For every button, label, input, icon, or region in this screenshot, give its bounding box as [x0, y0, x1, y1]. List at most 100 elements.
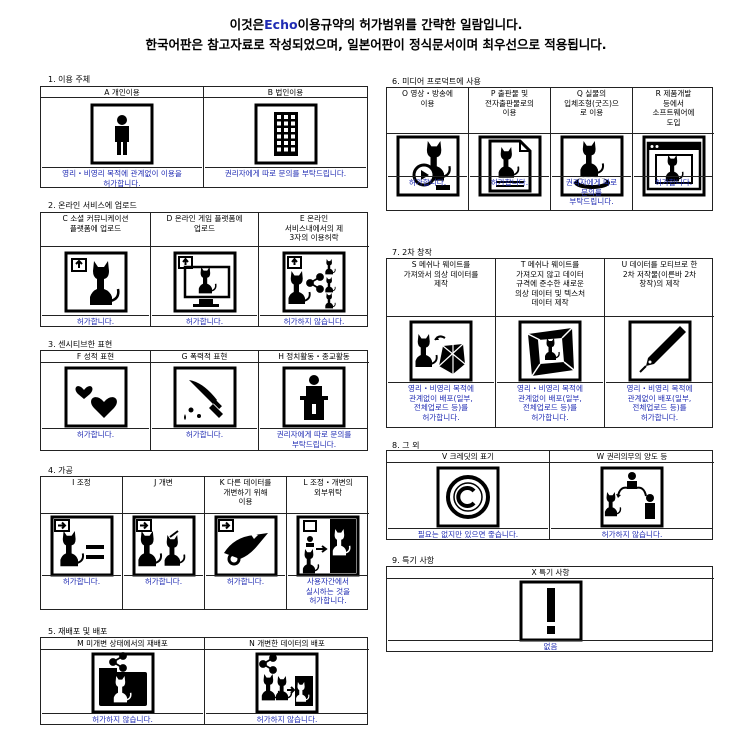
- permission-cell: Q 실물의 입체조형(굿즈)으 로 이용 권리자에게 따로 문의를 부탁드립니다…: [551, 88, 633, 210]
- permission-label: S 메쉬나 웨이트를 가져와서 의상 데이터를 제작: [387, 259, 495, 317]
- permission-label: B 법인이용: [204, 87, 367, 98]
- game-upload-icon: [173, 251, 237, 313]
- hearts-icon: [64, 366, 128, 428]
- person-icon: [90, 103, 154, 165]
- permission-label: M 미개변 상태에서의 재배포: [41, 638, 204, 650]
- section-title-s7: 7. 2차 창작: [392, 248, 432, 257]
- permission-result: 허가합니다.: [634, 176, 713, 210]
- permission-label: C 소셜 커뮤니케이션 플랫폼에 업로드: [41, 213, 150, 247]
- permission-label: A 개인이용: [41, 87, 203, 98]
- copyright-icon: [436, 466, 500, 528]
- software-icon: [642, 135, 706, 197]
- permission-result: 영리・비영리 목적에 관계없이 배포(일부, 전체업로드 등)를 허가합니다.: [497, 382, 603, 427]
- permission-result: 허가하지 않습니다.: [206, 713, 368, 724]
- figure-icon: [560, 135, 624, 197]
- outsource-icon: [296, 515, 360, 577]
- permission-result: 허가하지 않습니다.: [42, 713, 203, 724]
- permission-label: P 출판물 및 전자출판물로의 이용: [469, 88, 550, 134]
- permission-result: 허가합니다.: [42, 315, 149, 326]
- header-post: 이용규약의 허가범위를 간략한 일람입니다.: [297, 17, 523, 32]
- permission-result: 허가합니다.: [388, 176, 467, 210]
- exclamation-icon: [519, 580, 583, 642]
- section-s2: C 소셜 커뮤니케이션 플랫폼에 업로드 허가합니다.D 온라인 게임 플랫폼에…: [40, 212, 369, 327]
- permission-label: O 영상・방송에 이용: [387, 88, 468, 134]
- permission-label: H 정치활동・종교활동: [259, 351, 369, 363]
- permission-result: 허가하지 않습니다.: [260, 315, 368, 326]
- permission-result: 허가합니다.: [42, 575, 121, 609]
- permission-result: 영리・비영리 목적에 관계없이 배포(일부, 전체업로드 등)를 허가합니다.: [388, 382, 494, 427]
- permission-cell: O 영상・방송에 이용 허가합니다.: [387, 88, 469, 210]
- permission-cell: D 온라인 게임 플랫폼에 업로드 허가합니다.: [151, 213, 259, 326]
- section-title-s3: 3. 센시티브한 표현: [48, 340, 113, 349]
- permission-result: 허가합니다.: [42, 428, 149, 450]
- section-s4: I 조정 허가합니다.J 개변 허가합니다.K 다른 데이터를 개변하기 위해 …: [40, 476, 369, 610]
- header-pre: 이것은: [229, 17, 265, 32]
- permission-cell: S 메쉬나 웨이트를 가져와서 의상 데이터를 제작 영리・비영리 목적에 관계…: [387, 259, 496, 427]
- permission-result: 없음: [388, 640, 713, 651]
- permission-result: 허가합니다.: [152, 315, 257, 326]
- permission-cell: L 조정・개변의 외부위탁 사용자간에서 실시하는 것을 허가합니다.: [287, 477, 369, 609]
- adjust-icon: [50, 515, 114, 577]
- publication-icon: [478, 135, 542, 197]
- permission-result: 권리자에게 따로 문의를 부탁드립니다.: [205, 167, 366, 187]
- mesh-icon: [409, 320, 473, 382]
- permission-cell: I 조정 허가합니다.: [41, 477, 123, 609]
- permission-result: 허가합니다.: [470, 176, 549, 210]
- permission-label: Q 실물의 입체조형(굿즈)으 로 이용: [551, 88, 632, 134]
- permission-cell: E 온라인 서비스내에서의 제 3자의 이용허락 허가하지 않습니다.: [259, 213, 369, 326]
- upload-cat-icon: [64, 251, 128, 313]
- permission-label: L 조정・개변의 외부위탁: [287, 477, 369, 514]
- section-title-s6: 6. 미디어 프로덕트에 사용: [392, 77, 481, 86]
- permission-label: I 조정: [41, 477, 122, 514]
- permission-label: V 크레딧의 표기: [387, 451, 549, 463]
- permission-label: D 온라인 게임 플랫폼에 업로드: [151, 213, 258, 247]
- permission-result: 영리・비영리 목적에 관계없이 이용을 허가합니다.: [42, 167, 202, 188]
- transfer-icon: [600, 466, 664, 528]
- header-brand: Echo: [264, 17, 298, 32]
- permission-cell: C 소셜 커뮤니케이션 플랫폼에 업로드 허가합니다.: [41, 213, 151, 326]
- permission-label: T 메쉬나 웨이트를 가져오지 않고 데이터 규격에 준수한 새로운 의상 데이…: [496, 259, 604, 317]
- permission-cell: W 권리의무의 양도 등 허가하지 않습니다.: [550, 451, 714, 539]
- texture-icon: [518, 320, 582, 382]
- permission-label: F 성적 표현: [41, 351, 150, 363]
- permission-result: 영리・비영리 목적에 관계없이 배포(일부, 전체업로드 등)를 허가합니다.: [606, 382, 713, 427]
- permission-cell: N 개변한 데이터의 배포 허가하지 않습니다.: [205, 638, 369, 724]
- permission-result: 권리자에게 따로 문의를 부탁드립니다.: [260, 428, 368, 450]
- section-title-s2: 2. 온라인 서비스에 업로드: [48, 201, 137, 210]
- modify-icon: [132, 515, 196, 577]
- permission-cell: M 미개변 상태에서의 재배포 허가하지 않습니다.: [41, 638, 205, 724]
- permission-result: 권리자에게 따로 문의를 부탁드립니다.: [552, 176, 631, 210]
- permission-result: 허가합니다.: [124, 575, 203, 609]
- share-modified-icon: [255, 652, 319, 714]
- share-cat-icon: [282, 251, 346, 313]
- permission-result: 허가하지 않습니다.: [551, 528, 713, 539]
- building-icon: [254, 103, 318, 165]
- share-folder-icon: [91, 651, 155, 714]
- section-title-s8: 8. 그 외: [392, 441, 420, 450]
- permission-label: R 제품개발 등에서 소프트웨어에 도입: [633, 88, 714, 134]
- podium-icon: [282, 366, 346, 428]
- permission-result: 필요는 없지만 있으면 좋습니다.: [388, 528, 548, 539]
- permission-label: G 폭력적 표현: [151, 351, 258, 363]
- transform-icon: [214, 515, 278, 577]
- permission-label: N 개변한 데이터의 배포: [205, 638, 369, 650]
- permission-cell: R 제품개발 등에서 소프트웨어에 도입 허가합니다.: [633, 88, 714, 210]
- permission-result: 사용자간에서 실시하는 것을 허가합니다.: [288, 575, 368, 609]
- permission-result: 허가합니다.: [206, 575, 285, 609]
- permission-cell: T 메쉬나 웨이트를 가져오지 않고 데이터 규격에 준수한 새로운 의상 데이…: [496, 259, 605, 427]
- permission-label: E 온라인 서비스내에서의 제 3자의 이용허락: [259, 213, 369, 247]
- section-s5: M 미개변 상태에서의 재배포 허가하지 않습니다.N 개변한 데이터의 배포 …: [40, 637, 369, 725]
- permission-label: W 권리의무의 양도 등: [550, 451, 714, 463]
- page-header-line1: 이것은Echo이용규약의 허가범위를 간략한 일람입니다.: [0, 14, 752, 33]
